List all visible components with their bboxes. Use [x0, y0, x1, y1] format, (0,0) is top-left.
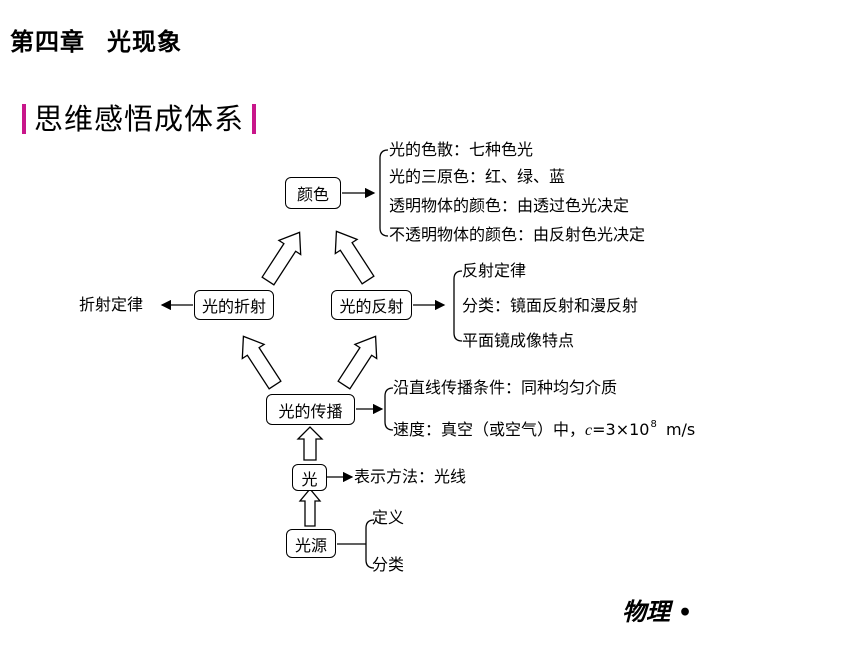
color-item-dispersion: 光的色散：七种色光: [389, 140, 534, 159]
source-item-definition: 定义: [372, 508, 405, 527]
hollow-arrow-propagation-reflection: [337, 335, 378, 390]
hollow-arrow-propagation-refraction: [241, 335, 282, 390]
speed-variable: c: [585, 422, 593, 439]
hollow-arrow-light-propagation: [296, 426, 324, 461]
footer-dot: •: [678, 600, 693, 626]
node-color: 颜色: [285, 177, 341, 209]
node-reflection-label: 光的反射: [339, 297, 404, 316]
node-light: 光: [292, 464, 327, 491]
speed-unit: m/s: [665, 420, 696, 439]
bracket-source: [365, 519, 375, 569]
color-item-primary: 光的三原色：红、绿、蓝: [389, 167, 566, 186]
section-bar-left: [22, 104, 26, 134]
source-item-types: 分类: [372, 555, 405, 574]
node-color-label: 颜色: [296, 185, 329, 204]
speed-exponent: 8: [650, 419, 657, 430]
speed-prefix: 速度：真空（或空气）中，: [393, 420, 586, 439]
bracket-propagation: [384, 387, 394, 431]
bracket-color: [379, 149, 389, 237]
chapter-number: 第四章: [10, 27, 85, 56]
hollow-arrow-source-light: [298, 487, 322, 527]
footer-subject-label: 物理: [622, 597, 670, 626]
node-source: 光源: [286, 529, 336, 558]
node-propagation: 光的传播: [266, 394, 355, 425]
reflection-item-mirror: 平面镜成像特点: [462, 331, 575, 350]
propagation-item-condition: 沿直线传播条件：同种均匀介质: [393, 378, 618, 397]
chapter-title: 光现象: [107, 27, 182, 56]
node-refraction: 光的折射: [194, 290, 274, 320]
chapter-heading: 第四章光现象: [10, 22, 182, 57]
propagation-item-speed: 速度：真空（或空气）中，c=3×108 m/s: [393, 420, 695, 439]
footer-subject: 物理 •: [622, 592, 692, 627]
node-propagation-label: 光的传播: [278, 401, 343, 421]
hollow-arrow-reflection-color: [334, 230, 375, 285]
section-bar-right: [252, 104, 257, 134]
refraction-item-law: 折射定律: [79, 295, 144, 314]
node-reflection: 光的反射: [331, 290, 412, 320]
color-item-opaque: 不透明物体的颜色：由反射色光决定: [389, 225, 646, 244]
node-source-label: 光源: [294, 535, 327, 555]
section-heading: 思维感悟成体系: [22, 96, 257, 138]
speed-value: =3×10: [592, 420, 650, 439]
node-refraction-label: 光的折射: [201, 297, 266, 316]
reflection-item-types: 分类：镜面反射和漫反射: [462, 296, 639, 315]
light-item-ray: 表示方法：光线: [354, 467, 467, 486]
hollow-arrow-refraction-color: [261, 231, 302, 286]
reflection-item-law: 反射定律: [462, 261, 527, 280]
node-light-label: 光: [301, 469, 318, 489]
section-title: 思维感悟成体系: [34, 102, 245, 136]
bracket-reflection: [453, 270, 463, 342]
color-item-transparent: 透明物体的颜色：由透过色光决定: [389, 196, 630, 215]
